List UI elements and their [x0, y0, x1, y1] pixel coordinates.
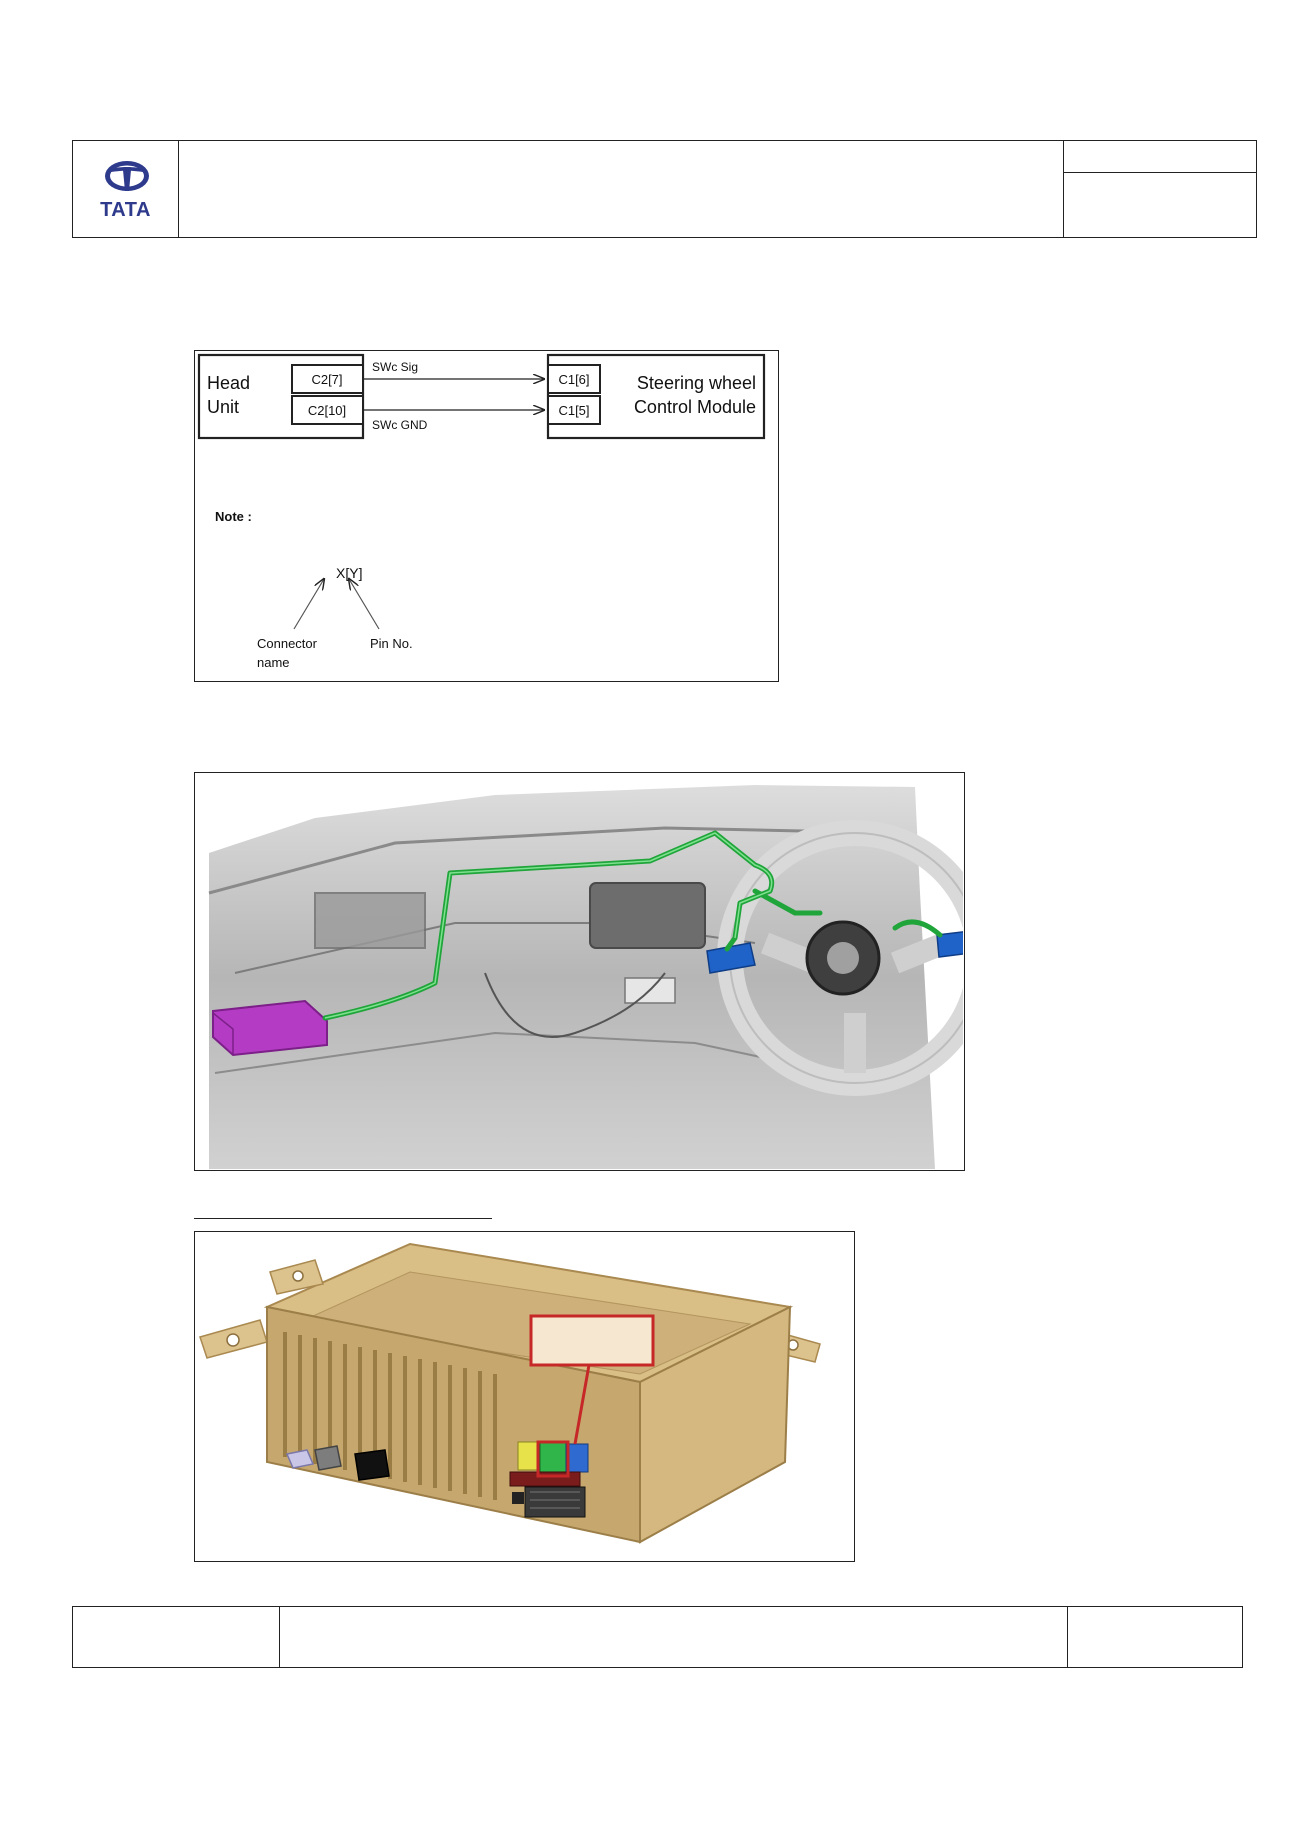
- swc-module-label-line1: Steering wheel: [637, 373, 756, 393]
- pin-label-c2-10: C2[10]: [308, 403, 346, 418]
- document-footer: [72, 1606, 1243, 1668]
- callout-leader: [573, 1364, 591, 1445]
- head-unit-connector-image: [194, 1231, 855, 1562]
- legend-pin: Pin No.: [370, 636, 413, 651]
- callout-box: [529, 1314, 655, 1367]
- signal-label-gnd: SWc GND: [372, 418, 428, 432]
- connection-diagram-svg: Head Unit C2[7] C2[10] SWc Sig SWc GND S…: [197, 353, 766, 670]
- connector-highlight: [536, 1440, 570, 1478]
- pin-box-c1-6: [547, 364, 601, 394]
- head-unit-label-line1: Head: [207, 373, 250, 393]
- legend-connector-line2: name: [257, 655, 290, 670]
- footer-left-cell: [73, 1607, 280, 1667]
- header-right-divider: [1064, 172, 1256, 173]
- pin-label-c1-5: C1[5]: [558, 403, 589, 418]
- connection-diagram: Head Unit C2[7] C2[10] SWc Sig SWc GND S…: [194, 350, 779, 682]
- pin-box-c1-5: [547, 395, 601, 425]
- footer-right-cell: [1067, 1607, 1242, 1667]
- brand-name: TATA: [100, 199, 151, 221]
- tata-logo-icon: [105, 161, 149, 191]
- signal-label-sig: SWc Sig: [372, 360, 418, 374]
- logo-cell: TATA: [73, 141, 179, 237]
- head-unit-label-line2: Unit: [207, 397, 239, 417]
- section-underline: [194, 1218, 492, 1219]
- harness-routing-illustration: [195, 773, 964, 1169]
- pin-box-c2-7: [291, 364, 364, 394]
- legend-arrow-pin: [349, 579, 380, 630]
- document-header: TATA: [72, 140, 1257, 238]
- legend-format: X[Y]: [336, 565, 362, 581]
- head-unit-connector-illustration: [195, 1232, 853, 1560]
- legend-arrow-connector: [293, 579, 324, 630]
- note-label: Note :: [215, 509, 252, 524]
- pin-label-c1-6: C1[6]: [558, 372, 589, 387]
- harness-routing-image: [194, 772, 965, 1171]
- pin-label-c2-7: C2[7]: [311, 372, 342, 387]
- swc-module-label-line2: Control Module: [634, 397, 756, 417]
- header-right-cell: [1063, 141, 1256, 237]
- legend-connector-line1: Connector: [257, 636, 318, 651]
